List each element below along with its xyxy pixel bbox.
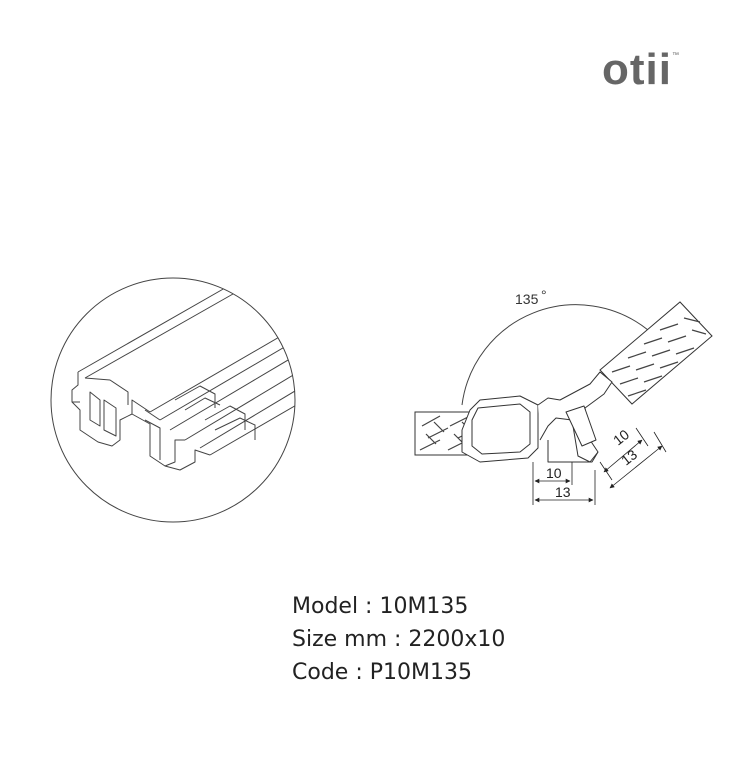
dim-inner-width-angled: 10 xyxy=(610,426,632,448)
seal-profile-section xyxy=(461,371,613,463)
product-specs: Model : 10M135 Size mm : 2200x10 Code : … xyxy=(292,590,505,689)
angle-arc xyxy=(461,304,649,406)
spec-code: Code : P10M135 xyxy=(292,660,472,685)
dim-outer-width-bottom: 13 xyxy=(555,484,571,500)
trademark-mark: ™ xyxy=(671,52,680,59)
dim-inner-width-bottom: 10 xyxy=(546,465,562,481)
profile-detail-view xyxy=(50,277,296,523)
spec-size: Size mm : 2200x10 xyxy=(292,627,506,652)
bottom-dimensions xyxy=(532,462,596,505)
dim-outer-width-angled: 13 xyxy=(618,446,640,468)
angled-dimensions xyxy=(599,427,667,489)
degree-symbol: ° xyxy=(541,287,547,303)
angle-label: 135 xyxy=(515,291,539,307)
detail-circle xyxy=(50,277,296,523)
spec-model: Model : 10M135 xyxy=(292,594,469,619)
right-glass-panel xyxy=(599,301,713,405)
brand-name: otii xyxy=(602,45,672,94)
